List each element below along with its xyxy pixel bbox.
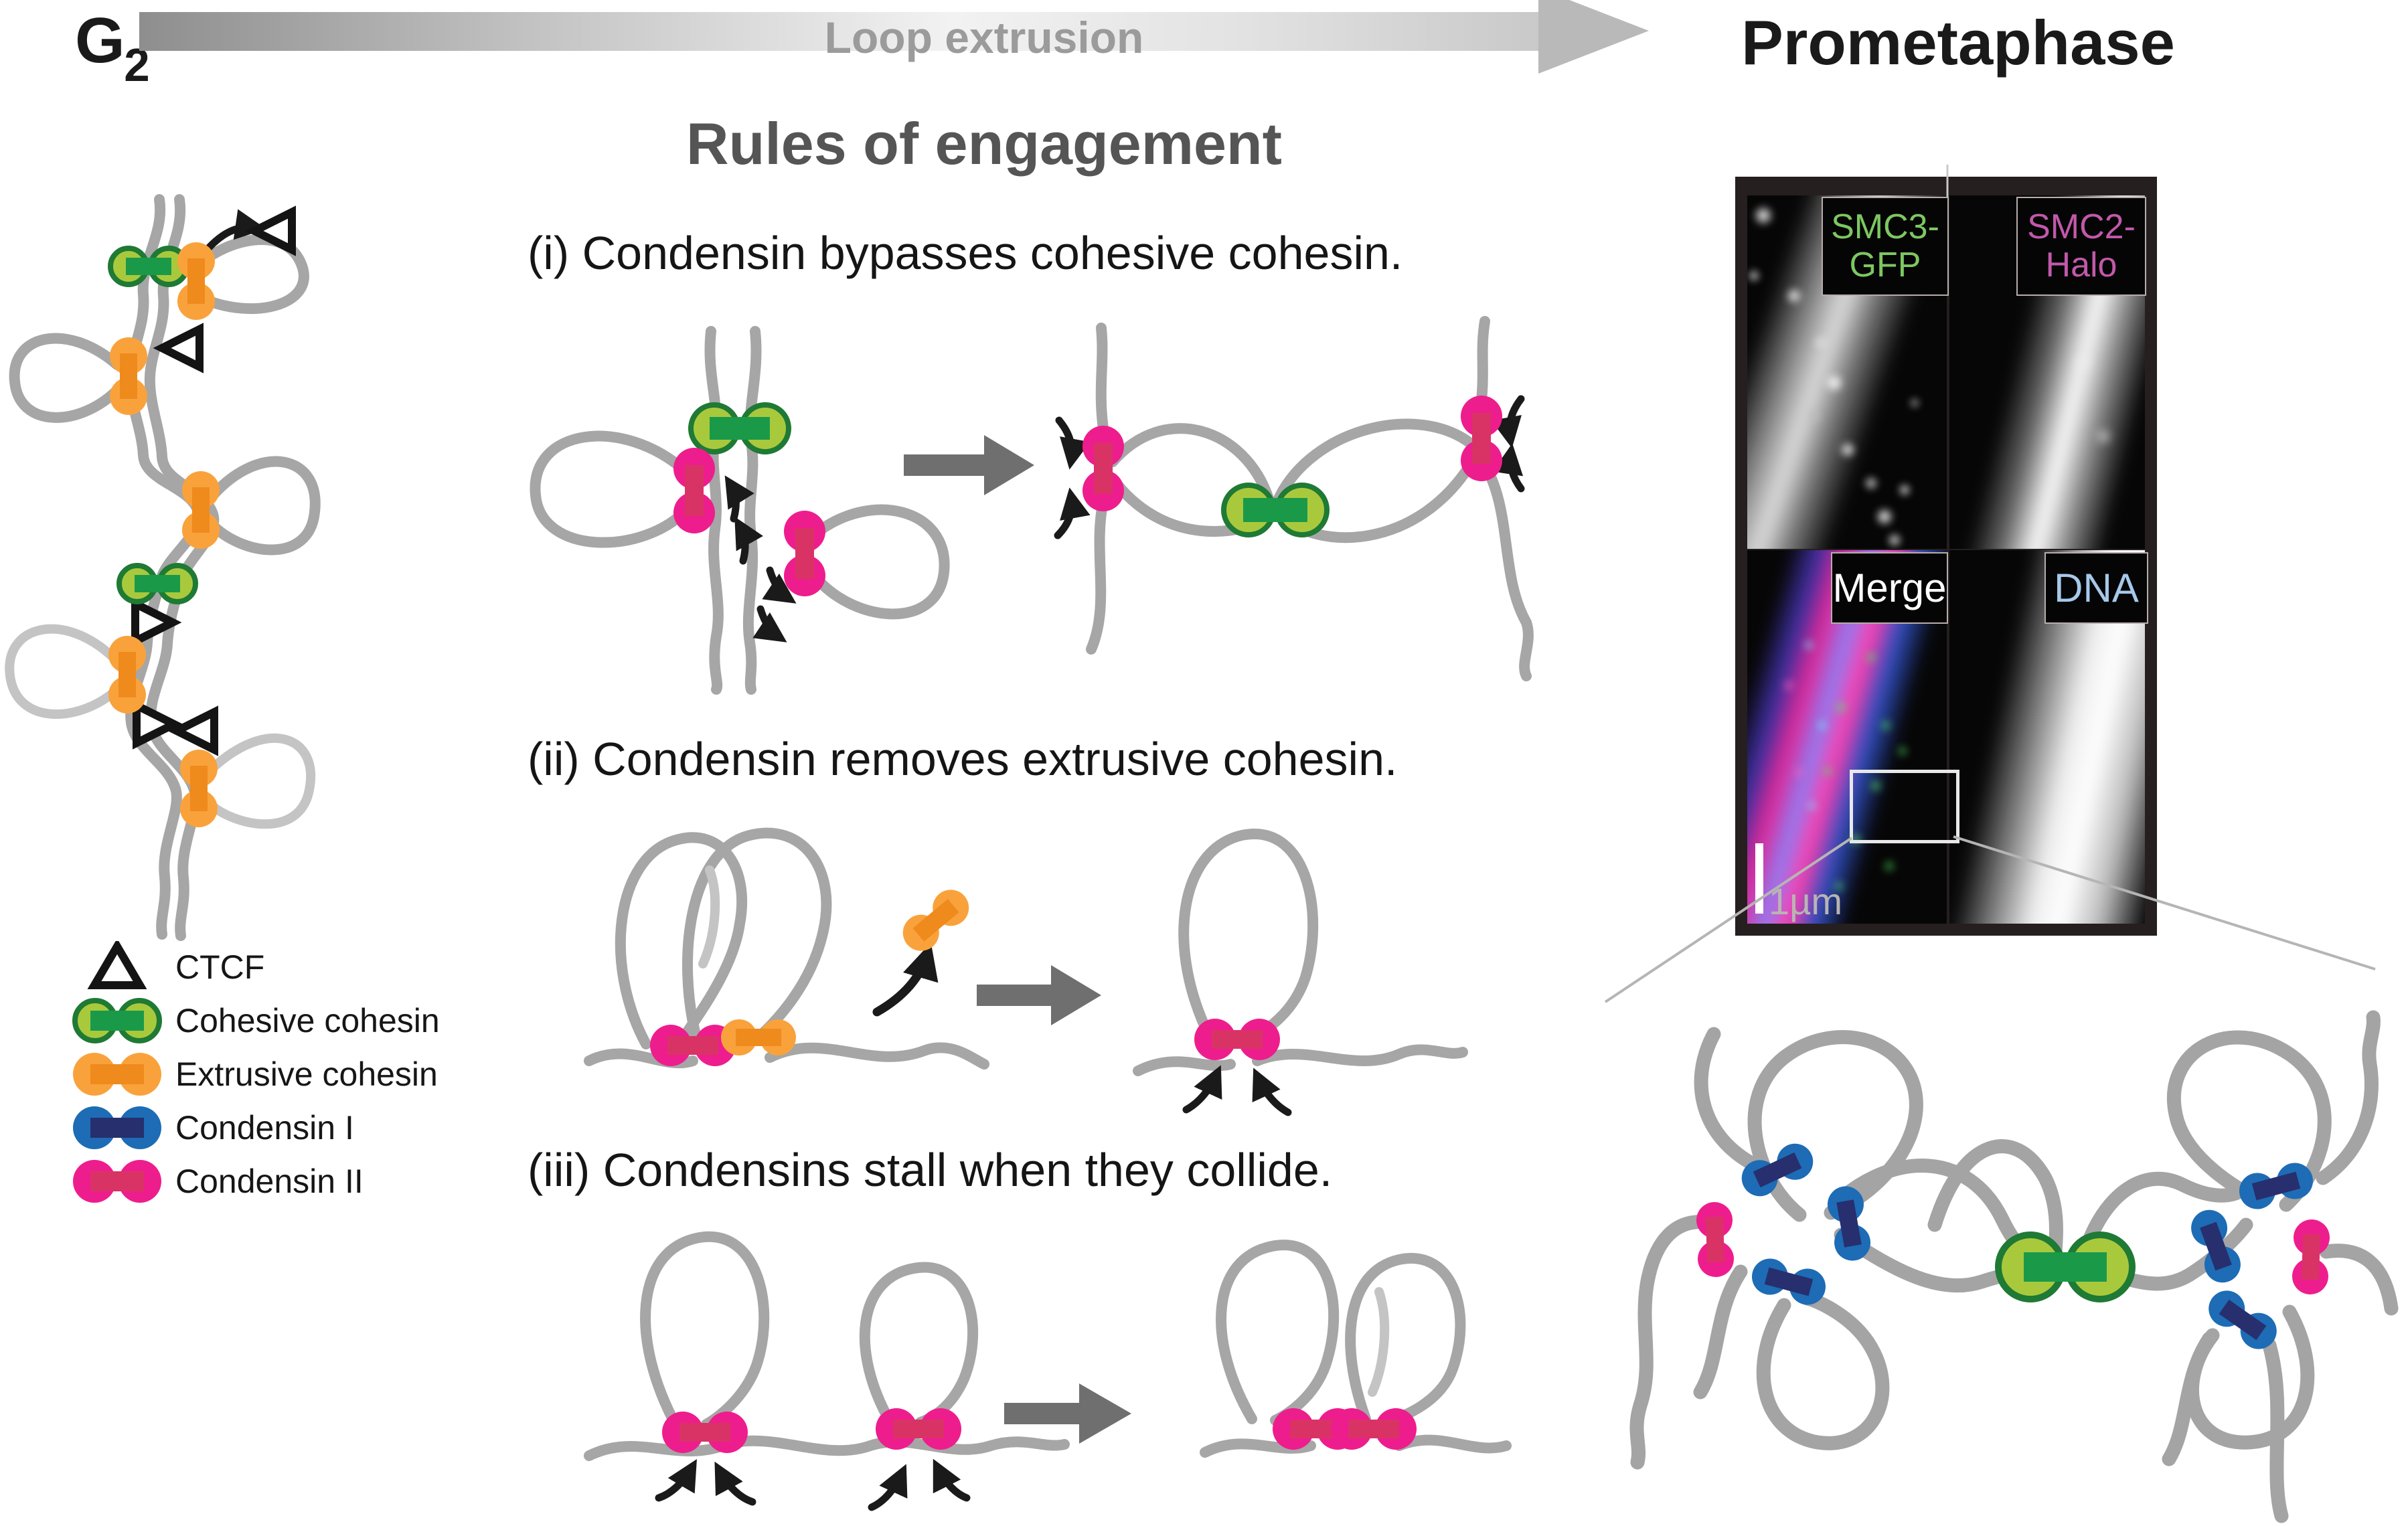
condensin-ii-icon bbox=[1331, 1408, 1417, 1450]
condensin-i-icon bbox=[1741, 1143, 1814, 1197]
rule-i-heading: (i) Condensin bypasses cohesive cohesin. bbox=[528, 227, 1403, 279]
cohesive-cohesin-icon bbox=[67, 993, 167, 1049]
condensin-ii-icon bbox=[2292, 1219, 2330, 1294]
prometaphase-chromatin-diagram bbox=[1629, 1010, 2399, 1523]
condensin-ii-icon bbox=[673, 448, 715, 533]
rule-iii-diagram bbox=[584, 1231, 1512, 1511]
condensin-i-icon bbox=[1827, 1186, 1871, 1261]
prometaphase-phase-label: Prometaphase bbox=[1741, 7, 2175, 78]
condensin-i-icon bbox=[1751, 1258, 1826, 1305]
cohesive-cohesin-icon bbox=[116, 563, 198, 604]
condensin-ii-icon bbox=[67, 1153, 167, 1209]
extrusive-cohesin-icon bbox=[177, 242, 215, 320]
condensin-i-icon bbox=[2209, 1290, 2277, 1349]
legend-item-label: Condensin I bbox=[175, 1109, 354, 1147]
legend-item-cohesive-cohesin: Cohesive cohesin bbox=[67, 994, 440, 1047]
legend-item-label: Condensin II bbox=[175, 1163, 364, 1200]
condensin-ii-icon bbox=[1194, 1019, 1280, 1060]
merge-label: Merge bbox=[1831, 552, 1948, 624]
condensin-ii-icon bbox=[784, 511, 825, 596]
cohesive-cohesin-icon bbox=[1221, 483, 1330, 537]
ctcf-icon bbox=[67, 941, 167, 993]
rule-ii-heading: (ii) Condensin removes extrusive cohesin… bbox=[528, 733, 1398, 785]
g2-phase-text: G bbox=[75, 5, 125, 76]
scale-bar-label: 1µm bbox=[1769, 880, 1843, 922]
cohesive-cohesin-icon bbox=[1995, 1232, 2136, 1302]
rule-iii-heading: (iii) Condensins stall when they collide… bbox=[528, 1144, 1333, 1196]
legend-item-label: Cohesive cohesin bbox=[175, 1002, 440, 1039]
legend-item-extrusive-cohesin: Extrusive cohesin bbox=[67, 1047, 440, 1101]
loop-extrusion-label: Loop extrusion bbox=[824, 13, 1144, 62]
extrusive-cohesin-icon bbox=[182, 471, 220, 549]
legend-item-condensin-2: Condensin II bbox=[67, 1155, 440, 1208]
condensin-i-icon bbox=[67, 1100, 167, 1156]
extrusive-cohesin-icon bbox=[721, 1019, 796, 1055]
condensin-ii-icon bbox=[1273, 1408, 1358, 1450]
zoom-region-box bbox=[1850, 770, 1959, 843]
smc2-halo-label: SMC2- Halo bbox=[2016, 197, 2146, 296]
extrusive-cohesin-icon bbox=[108, 636, 146, 713]
legend-item-ctcf: CTCF bbox=[67, 940, 440, 994]
extrusive-cohesin-icon bbox=[67, 1046, 167, 1102]
cohesive-cohesin-icon bbox=[108, 246, 189, 287]
legend-item-label: CTCF bbox=[175, 948, 265, 986]
condensin-ii-icon bbox=[876, 1408, 961, 1450]
condensin-i-icon bbox=[2239, 1163, 2314, 1209]
smc3-gfp-label: SMC3- GFP bbox=[1822, 197, 1949, 296]
legend-item-label: Extrusive cohesin bbox=[175, 1055, 438, 1093]
loop-extrusion-arrow-head-icon bbox=[1538, 0, 1649, 74]
cohesive-cohesin-icon bbox=[688, 402, 791, 454]
legend-item-condensin-1: Condensin I bbox=[67, 1101, 440, 1155]
condensin-ii-icon bbox=[1696, 1202, 1735, 1277]
scale-bar bbox=[1755, 843, 1763, 914]
loop-extrusion-arrow-bar bbox=[139, 12, 1540, 51]
legend: CTCF Cohesive cohesin Extrusive cohesin … bbox=[67, 940, 440, 1208]
dna-label: DNA bbox=[2044, 552, 2148, 624]
condensin-ii-icon bbox=[650, 1025, 736, 1066]
rule-ii-diagram bbox=[584, 827, 1468, 1116]
microscopy-panel: SMC3- GFP SMC2- Halo Merge DNA 1µm bbox=[1735, 177, 2157, 936]
g2-chromatin-diagram bbox=[5, 194, 321, 941]
condensin-i-icon bbox=[2191, 1209, 2241, 1283]
extrusive-cohesin-icon bbox=[902, 889, 969, 951]
condensin-ii-icon bbox=[1082, 426, 1124, 511]
rule-i-diagram bbox=[530, 316, 1534, 695]
extrusive-cohesin-icon bbox=[180, 750, 218, 827]
condensin-ii-icon bbox=[662, 1412, 748, 1453]
rules-title: Rules of engagement bbox=[686, 110, 1282, 177]
condensin-ii-icon bbox=[1461, 396, 1502, 481]
extrusive-cohesin-icon bbox=[110, 337, 147, 415]
